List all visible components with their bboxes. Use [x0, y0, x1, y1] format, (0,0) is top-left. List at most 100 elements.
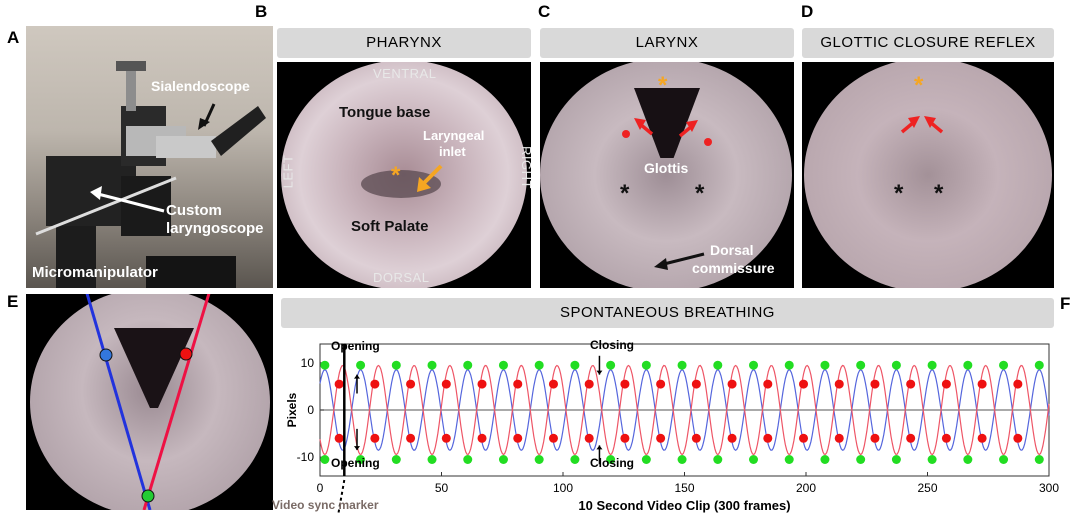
panel-e-endoscope-view — [30, 294, 270, 510]
red-lower-marker — [799, 433, 809, 443]
panel-letter-a: A — [7, 28, 20, 47]
x-tick-label: 250 — [917, 481, 937, 495]
green-peak-marker — [320, 360, 330, 370]
opening-arrow-down-head — [354, 446, 361, 451]
sialendoscope-label: Sialendoscope — [151, 78, 250, 94]
x-tick-label: 150 — [674, 481, 694, 495]
panel-c-star-right: * — [695, 180, 705, 207]
green-peak-marker — [356, 360, 366, 370]
opening-arrow-up-head — [354, 374, 361, 379]
green-peak-marker — [891, 360, 901, 370]
y-tick-label: 0 — [307, 403, 314, 417]
green-peak-marker — [677, 360, 687, 370]
green-peak-marker — [784, 360, 794, 370]
green-trough-marker — [856, 455, 866, 464]
panel-d-endoscope-view — [804, 62, 1052, 288]
x-tick-label: 100 — [553, 481, 573, 495]
green-trough-marker — [391, 455, 401, 464]
y-tick-label: -10 — [297, 450, 315, 464]
panel-letter-c: C — [538, 2, 551, 21]
panel-c-arrows — [622, 118, 712, 270]
inlet-label: inlet — [439, 144, 466, 159]
red-lower-marker — [834, 433, 844, 443]
green-peak-marker — [391, 360, 401, 370]
green-trough-marker — [820, 455, 830, 464]
green-peak-marker — [963, 360, 973, 370]
red-upper-marker — [691, 379, 701, 389]
panel-c-endoscope-frame: * Glottis * * Dorsal commissure — [540, 62, 794, 288]
panel-c-star-top: * — [658, 72, 668, 99]
x-tick-label: 50 — [435, 481, 449, 495]
sync-marker-label: Video sync marker — [272, 498, 379, 512]
red-upper-marker — [906, 379, 916, 389]
blue-trace — [319, 368, 1050, 452]
green-trough-marker — [320, 455, 330, 464]
panel-b-star: * — [391, 162, 401, 189]
red-upper-marker — [1013, 379, 1023, 389]
red-upper-marker — [584, 379, 594, 389]
panel-d-endoscope-frame: * * * — [802, 62, 1054, 288]
green-trough-marker — [427, 455, 437, 464]
green-trough-marker — [534, 455, 544, 464]
y-axis-label: Pixels — [285, 392, 299, 427]
red-trace — [319, 364, 1050, 456]
green-peak-marker — [856, 360, 866, 370]
green-trough-marker — [356, 455, 366, 464]
red-upper-marker — [870, 379, 880, 389]
custom-label: Custom — [166, 202, 222, 219]
red-upper-marker — [763, 379, 773, 389]
micromanipulator-label: Micromanipulator — [32, 264, 158, 281]
green-peak-marker — [820, 360, 830, 370]
red-upper-marker — [977, 379, 987, 389]
green-trough-marker — [463, 455, 473, 464]
panel-a-photo: Sialendoscope Custom laryngoscope Microm… — [26, 26, 273, 288]
panel-b-title: PHARYNX — [277, 28, 531, 58]
panel-letter-e: E — [7, 292, 19, 311]
x-tick-label: 300 — [1039, 481, 1059, 495]
x-tick-label: 200 — [796, 481, 816, 495]
red-upper-marker — [406, 379, 416, 389]
ventral-label: VENTRAL — [373, 66, 437, 81]
closing-arrow-down-head — [596, 370, 603, 375]
green-peak-marker — [713, 360, 723, 370]
panel-b-endoscope-view — [281, 62, 527, 288]
green-peak-marker — [749, 360, 759, 370]
green-trough-marker — [784, 455, 794, 464]
red-lower-marker — [548, 433, 558, 443]
green-peak-marker — [641, 360, 651, 370]
panel-d-star-left: * — [894, 180, 904, 207]
panel-b-endoscope-frame: VENTRAL DORSAL LEFT RIGHT Tongue base La… — [277, 62, 531, 288]
dorsal-label: DORSAL — [373, 270, 430, 285]
red-lower-marker — [1013, 433, 1023, 443]
closing-bottom-label: Closing — [590, 456, 634, 470]
green-peak-marker — [498, 360, 508, 370]
closing-top-label: Closing — [590, 338, 634, 352]
green-trough-marker — [927, 455, 937, 464]
green-trough-marker — [713, 455, 723, 464]
closing-arrow-up-head — [596, 445, 603, 450]
green-peak-marker — [427, 360, 437, 370]
panel-c-title: LARYNX — [540, 28, 794, 58]
red-lower-marker — [906, 433, 916, 443]
panel-d-star-top: * — [914, 72, 924, 99]
panel-e-endoscope-frame — [26, 294, 273, 510]
red-upper-marker — [727, 379, 737, 389]
green-trough-marker — [999, 455, 1009, 464]
red-lower-marker — [691, 433, 701, 443]
red-upper-marker — [370, 379, 380, 389]
green-peak-marker — [999, 360, 1009, 370]
red-lower-marker — [477, 433, 487, 443]
red-upper-marker — [620, 379, 630, 389]
red-upper-marker — [548, 379, 558, 389]
panel-a-arrows — [90, 103, 216, 213]
opening-bottom-label: Opening — [331, 456, 380, 470]
panel-d-arrows — [900, 116, 944, 134]
green-peak-marker — [463, 360, 473, 370]
micromanipulator-illustration — [35, 61, 266, 288]
laryngoscope-label: laryngoscope — [166, 220, 264, 237]
red-lower-marker — [370, 433, 380, 443]
panel-letter-b: B — [255, 2, 268, 21]
panel-b-arrow — [417, 164, 443, 192]
laryngeal-label: Laryngeal — [423, 128, 485, 143]
